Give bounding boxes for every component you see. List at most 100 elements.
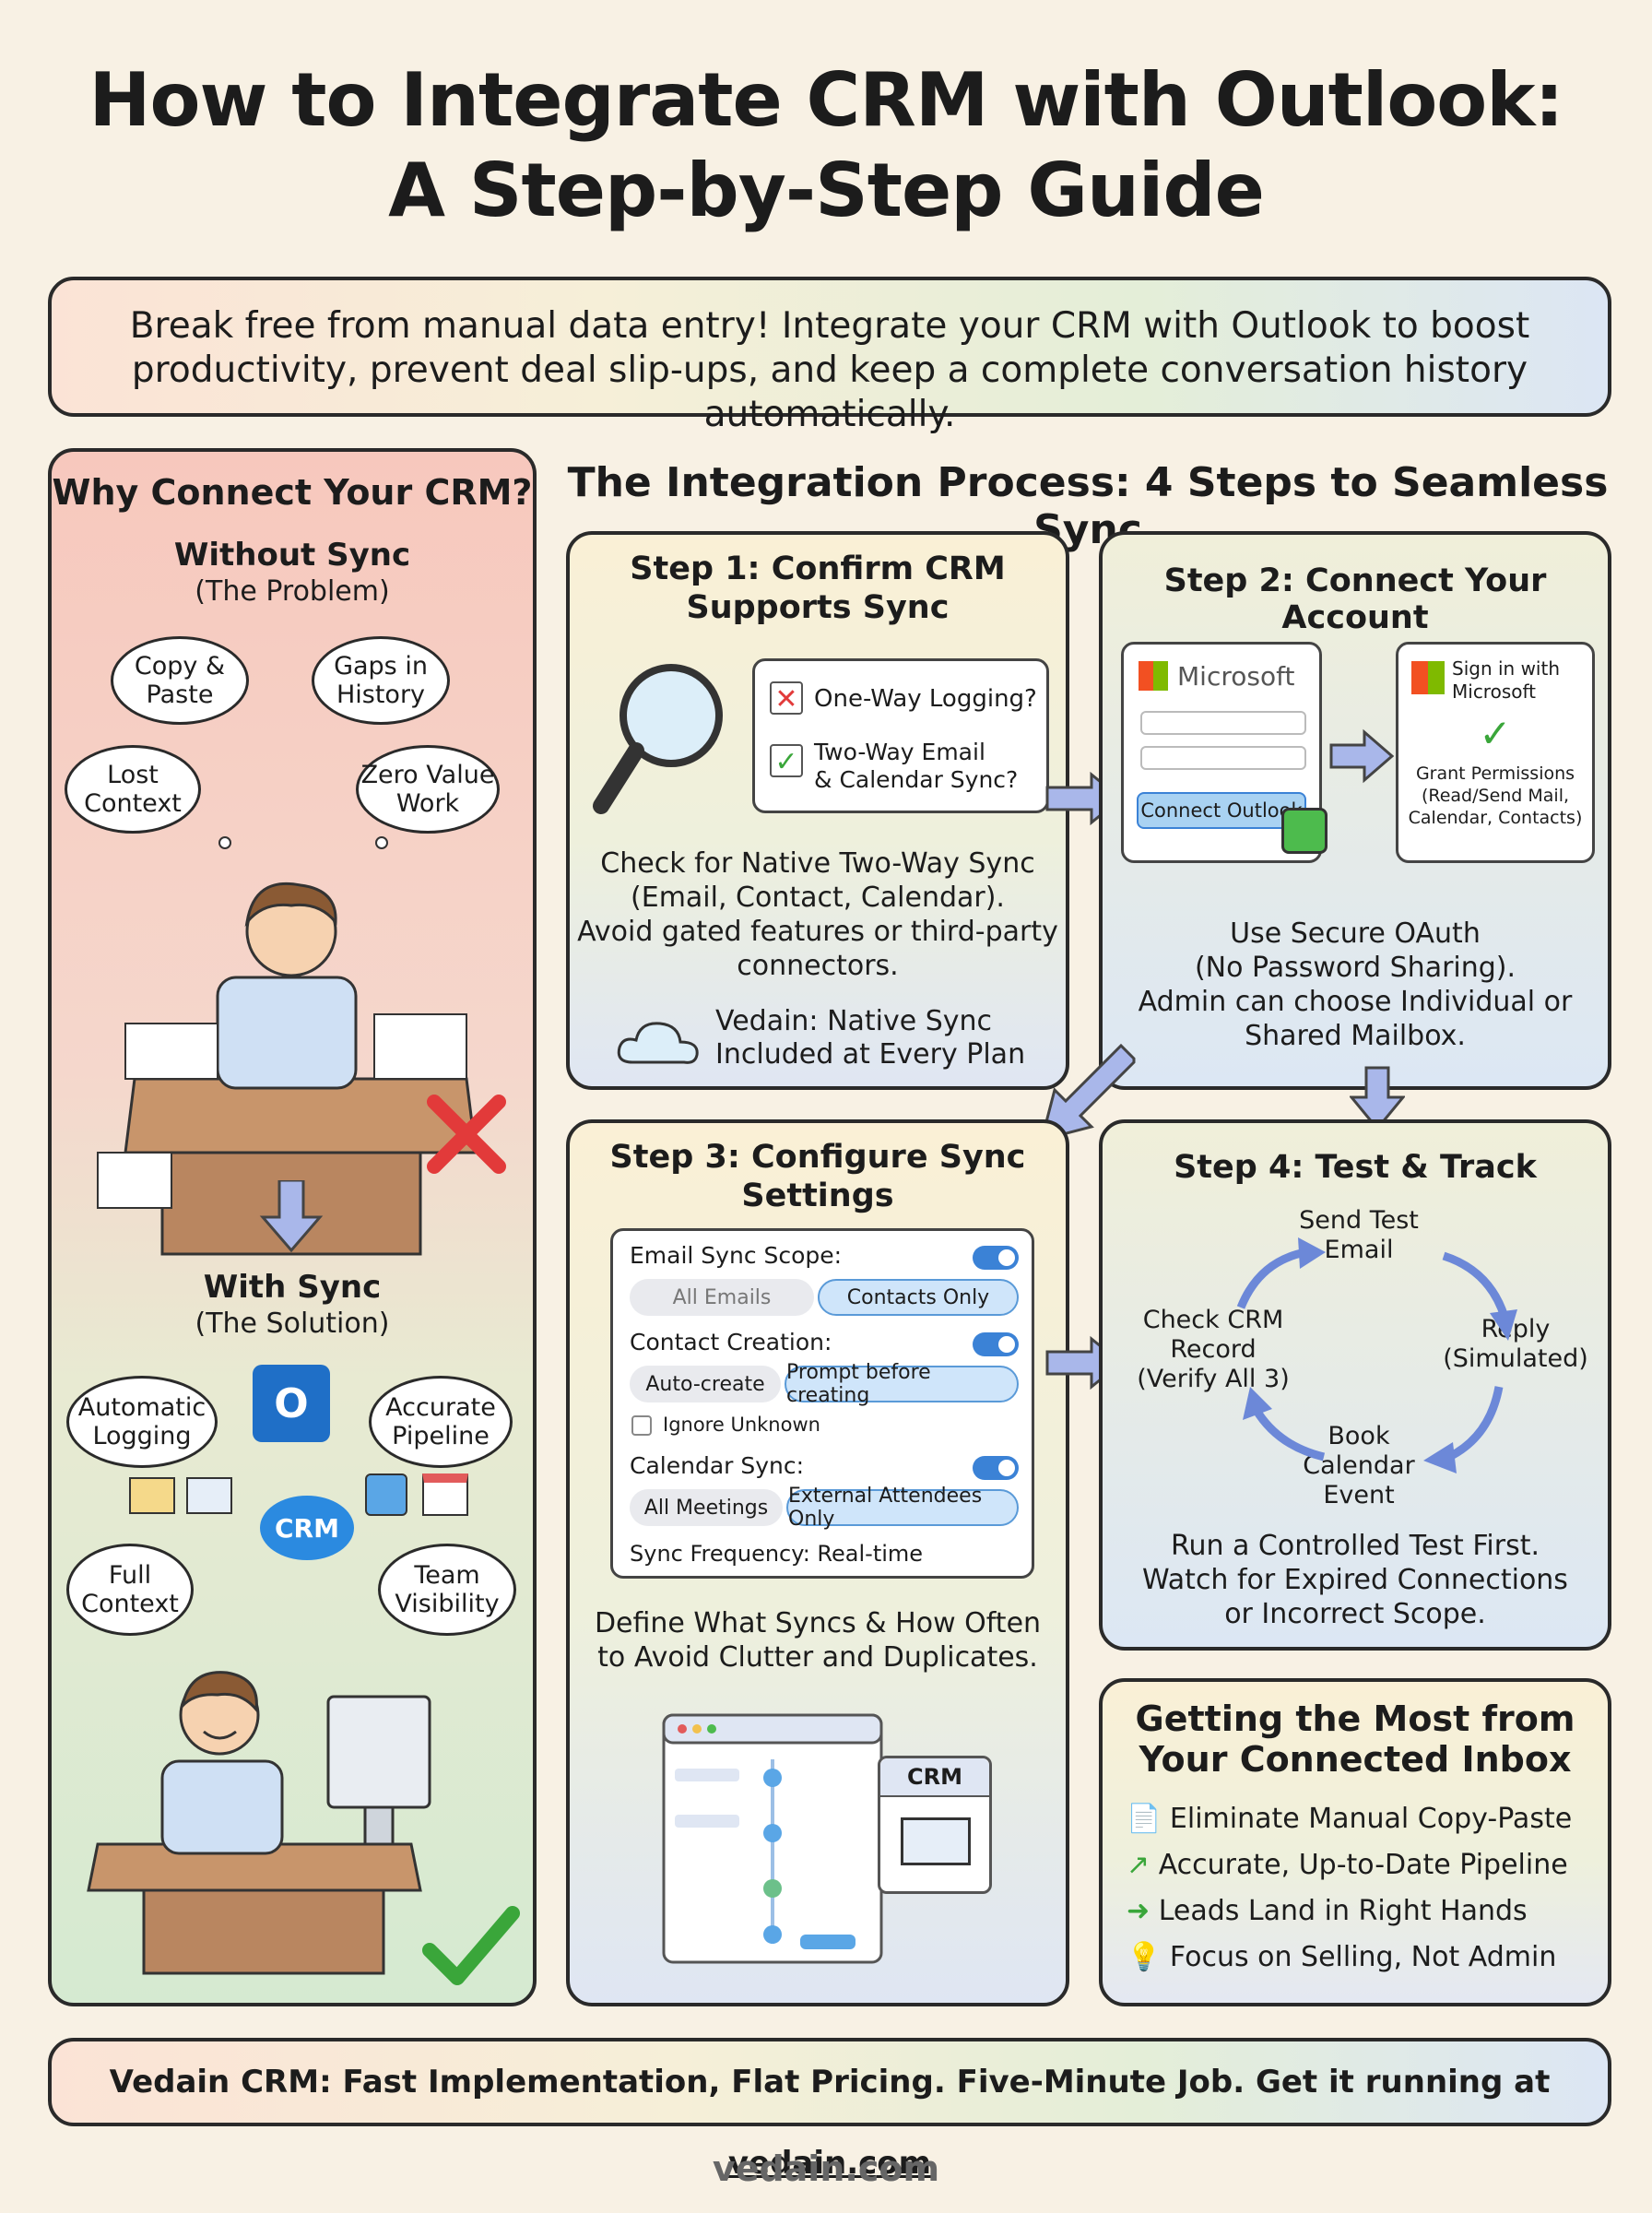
most-list: 📄 Eliminate Manual Copy-Paste ↗ Accurate… [1127, 1796, 1572, 1981]
step-4-card: Step 4: Test & Track Send Test Email Rep… [1099, 1119, 1611, 1651]
connect-outlook-button[interactable]: Connect Outlook [1137, 792, 1306, 829]
title-line-2: A Step-by-Step Guide [388, 148, 1265, 233]
benefit-bubble-accurate-pipeline: Accurate Pipeline [369, 1376, 513, 1468]
cloud-icon [617, 1022, 699, 1064]
step-2-body: Use Secure OAuth (No Password Sharing). … [1103, 917, 1608, 1053]
step-3-body-line-1: Define What Syncs & How Often [594, 1607, 1042, 1639]
cycle-reply-line-2: (Simulated) [1443, 1344, 1588, 1373]
with-subtitle: (The Solution) [195, 1308, 390, 1340]
lightbulb-icon: 💡 [1127, 1941, 1162, 1973]
crm-mail-card-label: CRM [880, 1758, 989, 1797]
signin-card: Sign in with Microsoft ✓ Grant Permissio… [1396, 642, 1595, 863]
email-scope-toggle[interactable] [973, 1246, 1019, 1270]
contacts-only-option[interactable]: Contacts Only [818, 1279, 1019, 1316]
password-field[interactable] [1140, 746, 1306, 770]
sync-settings-panel: Email Sync Scope: All Emails Contacts On… [610, 1228, 1034, 1579]
envelope-icon [186, 1477, 232, 1514]
list-item-text: Eliminate Manual Copy-Paste [1169, 1803, 1573, 1835]
calendar-icon [422, 1473, 468, 1516]
x-box-icon: ✕ [770, 681, 803, 716]
step-2-body-line-4: Shared Mailbox. [1245, 1020, 1466, 1052]
step-4-body-line-2: Watch for Expired Connections [1142, 1564, 1568, 1596]
ignore-unknown-label: Ignore Unknown [663, 1414, 820, 1436]
contact-creation-toggle[interactable] [973, 1332, 1019, 1356]
list-item-text: Focus on Selling, Not Admin [1169, 1941, 1557, 1973]
step-2-body-line-2: (No Password Sharing). [1194, 952, 1516, 984]
step-4-body-line-1: Run a Controlled Test First. [1170, 1530, 1540, 1562]
footer-link[interactable]: vedain.com [727, 2145, 932, 2182]
step-3-body-line-2: to Avoid Clutter and Duplicates. [597, 1641, 1038, 1674]
grant-permissions-text: Grant Permissions (Read/Send Mail, Calen… [1398, 763, 1592, 829]
prompt-before-creating-option[interactable]: Prompt before creating [785, 1361, 1019, 1407]
title-line-1: How to Integrate CRM with Outlook: [88, 57, 1564, 143]
external-attendees-option[interactable]: External Attendees Only [786, 1485, 1019, 1531]
contact-card-icon [365, 1473, 407, 1516]
calendar-sync-toggle[interactable] [973, 1456, 1019, 1480]
step-3-body: Define What Syncs & How Often to Avoid C… [570, 1606, 1066, 1675]
document-icon: 📄 [1127, 1803, 1162, 1835]
most-title-line-1: Getting the Most from [1135, 1698, 1575, 1739]
step-4-body: Run a Controlled Test First. Watch for E… [1103, 1529, 1608, 1631]
problem-bubble-lost-context: Lost Context [65, 745, 201, 834]
signin-label: Sign in with Microsoft [1452, 657, 1560, 704]
microsoft-label: Microsoft [1177, 661, 1295, 692]
mail-envelope-icon [901, 1817, 971, 1865]
crm-mail-card: CRM [878, 1756, 992, 1894]
all-emails-option[interactable]: All Emails [630, 1279, 814, 1316]
benefit-bubble-team-visibility: Team Visibility [378, 1544, 516, 1636]
cycle-reply: Reply (Simulated) [1423, 1315, 1608, 1374]
ignore-unknown-checkbox[interactable] [631, 1415, 652, 1436]
cycle-check-line-1: Check CRM [1142, 1306, 1284, 1334]
intro-line-1: Break free from manual data entry! Integ… [129, 305, 1530, 347]
with-title: With Sync [203, 1269, 382, 1306]
cycle-arrows-icon [1236, 1237, 1517, 1473]
sync-frequency: Sync Frequency: Real-time [630, 1541, 924, 1567]
calendar-sync-label: Calendar Sync: [630, 1452, 805, 1479]
cycle-check-line-3: (Verify All 3) [1137, 1365, 1290, 1393]
auto-create-option[interactable]: Auto-create [630, 1366, 781, 1402]
step-1-body-line-2: (Email, Contact, Calendar). [631, 882, 1005, 914]
page-title: How to Integrate CRM with Outlook: A Ste… [0, 55, 1652, 236]
benefit-bubble-full-context: Full Context [66, 1544, 194, 1636]
outlook-icon: O [253, 1365, 330, 1442]
step-3-title-line-2: Settings [741, 1178, 894, 1214]
footer-banner: Vedain CRM: Fast Implementation, Flat Pr… [48, 2038, 1611, 2182]
check-box-icon: ✓ [770, 744, 803, 778]
step-1-note-line-1: Vedain: Native Sync [715, 1005, 993, 1037]
list-item: ➜ Leads Land in Right Hands [1127, 1888, 1572, 1935]
mail-icon [129, 1477, 175, 1514]
list-item-text: Leads Land in Right Hands [1158, 1895, 1528, 1927]
step-4-body-line-3: or Incorrect Scope. [1224, 1598, 1486, 1630]
step-1-card: Step 1: Confirm CRM Supports Sync ✕ One-… [566, 531, 1069, 1090]
problem-bubble-gaps: Gaps in History [312, 636, 450, 725]
step-1-note-line-2: Included at Every Plan [715, 1038, 1026, 1071]
step-1-title-line-1: Step 1: Confirm CRM [630, 550, 1006, 587]
email-field[interactable] [1140, 711, 1306, 735]
cycle-reply-line-1: Reply [1481, 1315, 1551, 1343]
step-2-card: Step 2: Connect Your Account Microsoft C… [1099, 531, 1611, 1090]
signin-line-2: Microsoft [1452, 680, 1537, 703]
step-2-body-line-3: Admin can choose Individual or [1138, 986, 1573, 1018]
step-3-card: Step 3: Configure Sync Settings Email Sy… [566, 1119, 1069, 2006]
microsoft-logo-icon [1139, 661, 1168, 691]
step-1-body-line-3: Avoid gated features or third-party [577, 916, 1058, 948]
problem-bubble-zero-value: Zero Value Work [356, 745, 500, 834]
cycle-book-line-1: Book [1328, 1422, 1390, 1450]
intro-banner: Break free from manual data entry! Integ… [48, 277, 1611, 435]
why-panel: Why Connect Your CRM? Without Sync (The … [48, 448, 537, 2006]
step-3-title: Step 3: Configure Sync Settings [570, 1138, 1066, 1215]
trend-up-icon: ↗ [1127, 1849, 1150, 1881]
step-3-title-line-1: Step 3: Configure Sync [609, 1139, 1026, 1176]
microsoft-logo-icon-2 [1411, 661, 1445, 694]
happy-worker-illustration [87, 1671, 431, 1975]
all-meetings-option[interactable]: All Meetings [630, 1489, 783, 1526]
step-1-title-line-2: Supports Sync [686, 589, 950, 626]
cycle-book-line-3: Event [1323, 1481, 1395, 1509]
step-1-body: Check for Native Two-Way Sync (Email, Co… [570, 846, 1066, 983]
list-item: 📄 Eliminate Manual Copy-Paste [1127, 1796, 1572, 1842]
list-item: 💡 Focus on Selling, Not Admin [1127, 1935, 1572, 1981]
signin-line-1: Sign in with [1452, 657, 1561, 680]
stressed-worker-illustration [97, 836, 478, 1256]
cycle-check-line-2: Record [1170, 1335, 1257, 1364]
grant-line-3: Calendar, Contacts) [1408, 808, 1583, 828]
